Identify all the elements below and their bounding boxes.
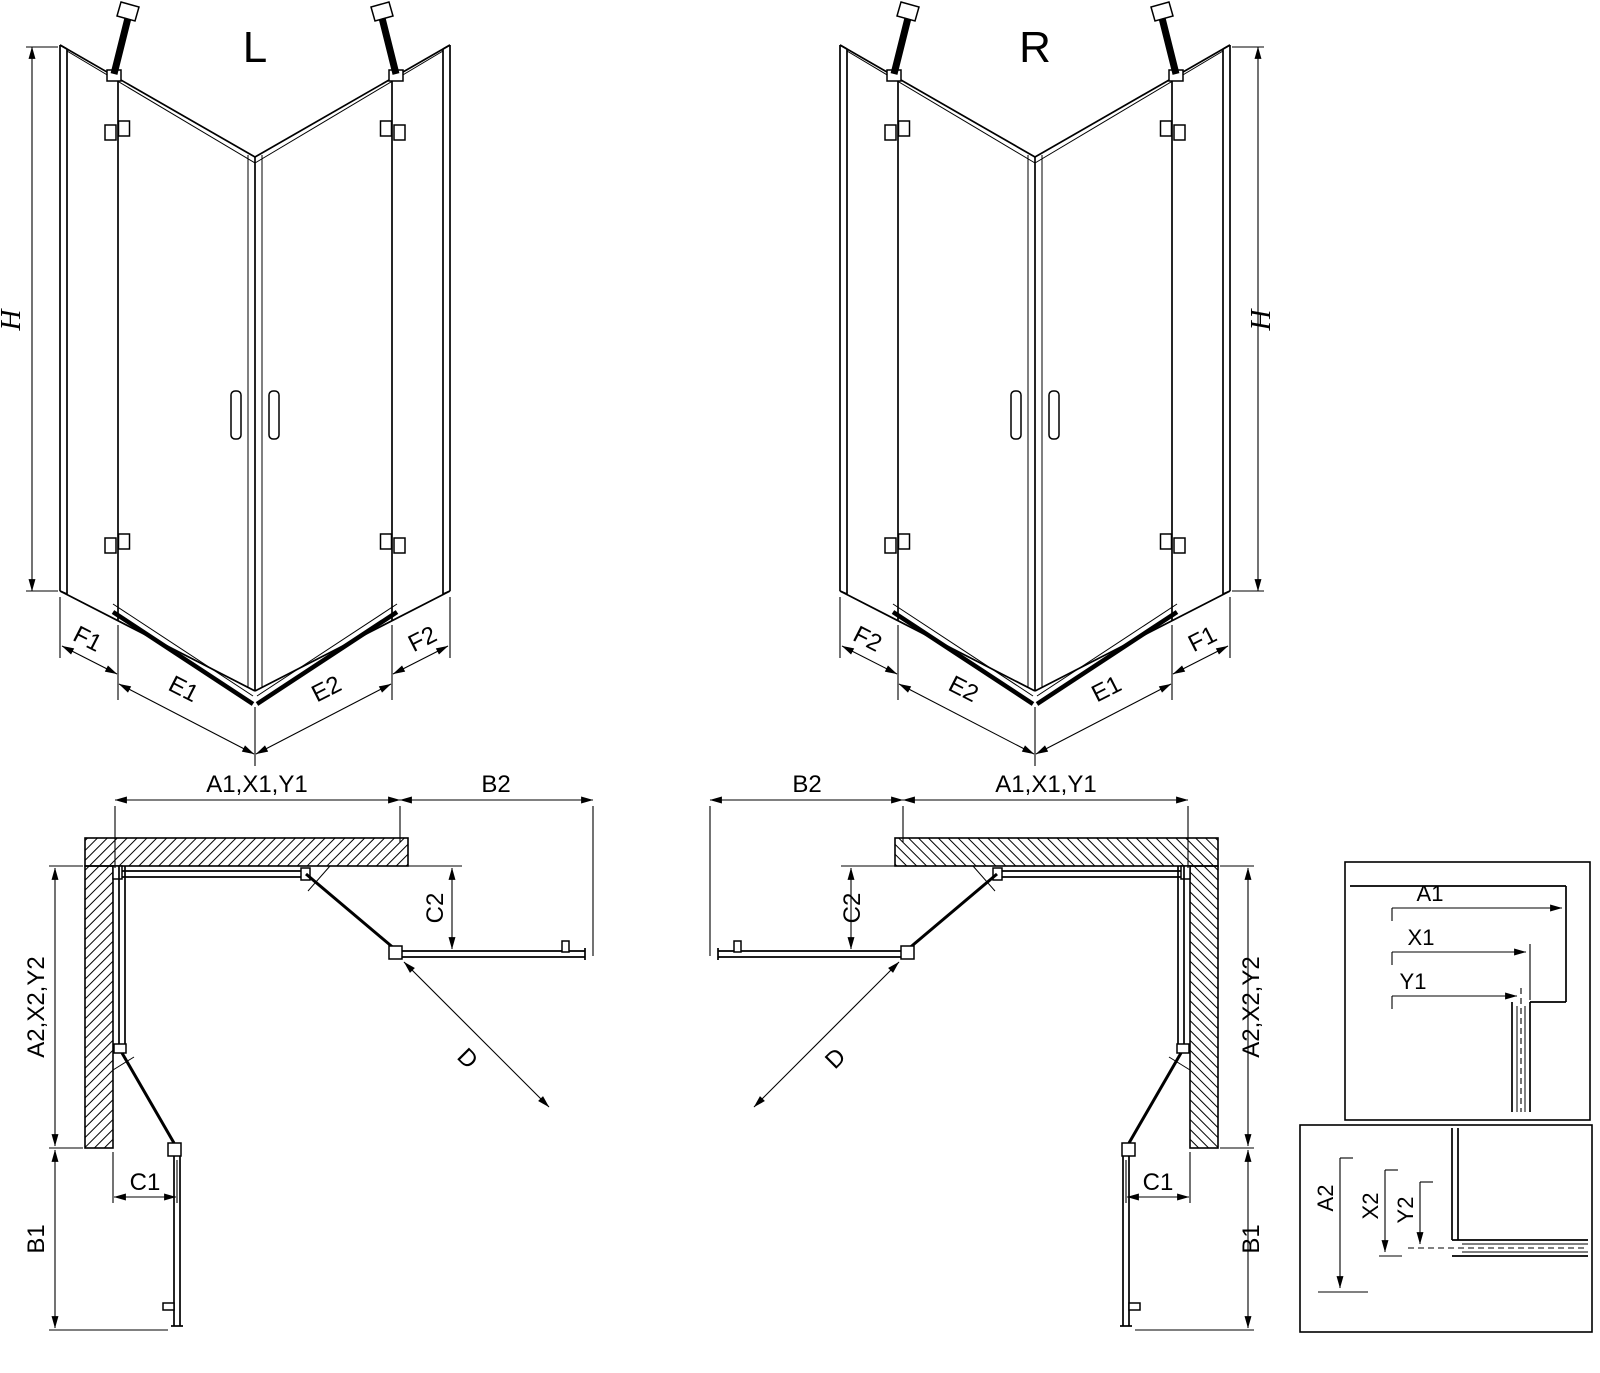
dim-label-a1x1y1-left: A1,X1,Y1 [206, 771, 307, 798]
detail-label-x1: X1 [1408, 925, 1435, 950]
dim-label-e1-left: E1 [164, 671, 202, 708]
detail-box-top [1344, 861, 1591, 1121]
plan-view-right-labels: A1,X1,Y1 B2 C2 A2,X2,Y2 C1 B1 D [792, 771, 1265, 1254]
dim-label-b2-left: B2 [481, 771, 510, 798]
detail-label-a1: A1 [1417, 881, 1444, 906]
front-view-right-labels: R H F1 E1 E2 F2 [849, 23, 1277, 708]
dim-label-b2-right: B2 [792, 771, 821, 798]
detail-box-bottom [1299, 1124, 1593, 1333]
view-label-right: R [1019, 23, 1051, 72]
dim-label-c2-right: C2 [839, 893, 866, 924]
dim-label-e1-right: E1 [1087, 671, 1125, 708]
detail-label-x2: X2 [1358, 1193, 1383, 1220]
detail-box-bottom-labels: A2 X2 Y2 [1313, 1185, 1418, 1224]
dim-label-h-right: H [1245, 307, 1277, 331]
dim-label-b1-right: B1 [1238, 1224, 1265, 1253]
dim-label-a1x1y1-right: A1,X1,Y1 [995, 771, 1096, 798]
dim-label-c2-left: C2 [422, 893, 449, 924]
dim-label-b1-left: B1 [23, 1224, 50, 1253]
dim-label-c1-right: C1 [1143, 1169, 1174, 1196]
dim-label-d-right: D [820, 1043, 851, 1074]
detail-label-a2: A2 [1313, 1185, 1338, 1212]
dim-label-e2-left: E2 [307, 671, 345, 708]
dim-label-h-left: H [0, 307, 27, 331]
detail-label-y2: Y2 [1393, 1197, 1418, 1224]
detail-box-top-labels: A1 X1 Y1 [1400, 881, 1444, 994]
dim-label-d-left: D [452, 1043, 483, 1074]
detail-label-y1: Y1 [1400, 969, 1427, 994]
dim-label-a2x2y2-right: A2,X2,Y2 [1238, 956, 1265, 1057]
dim-label-e2-right: E2 [944, 671, 982, 708]
view-label-left: L [243, 23, 267, 72]
plan-view-right-geometry [710, 800, 1254, 1330]
plan-view-left-geometry [49, 800, 593, 1330]
dim-label-c1-left: C1 [130, 1169, 161, 1196]
dim-label-a2x2y2-left: A2,X2,Y2 [23, 956, 50, 1057]
